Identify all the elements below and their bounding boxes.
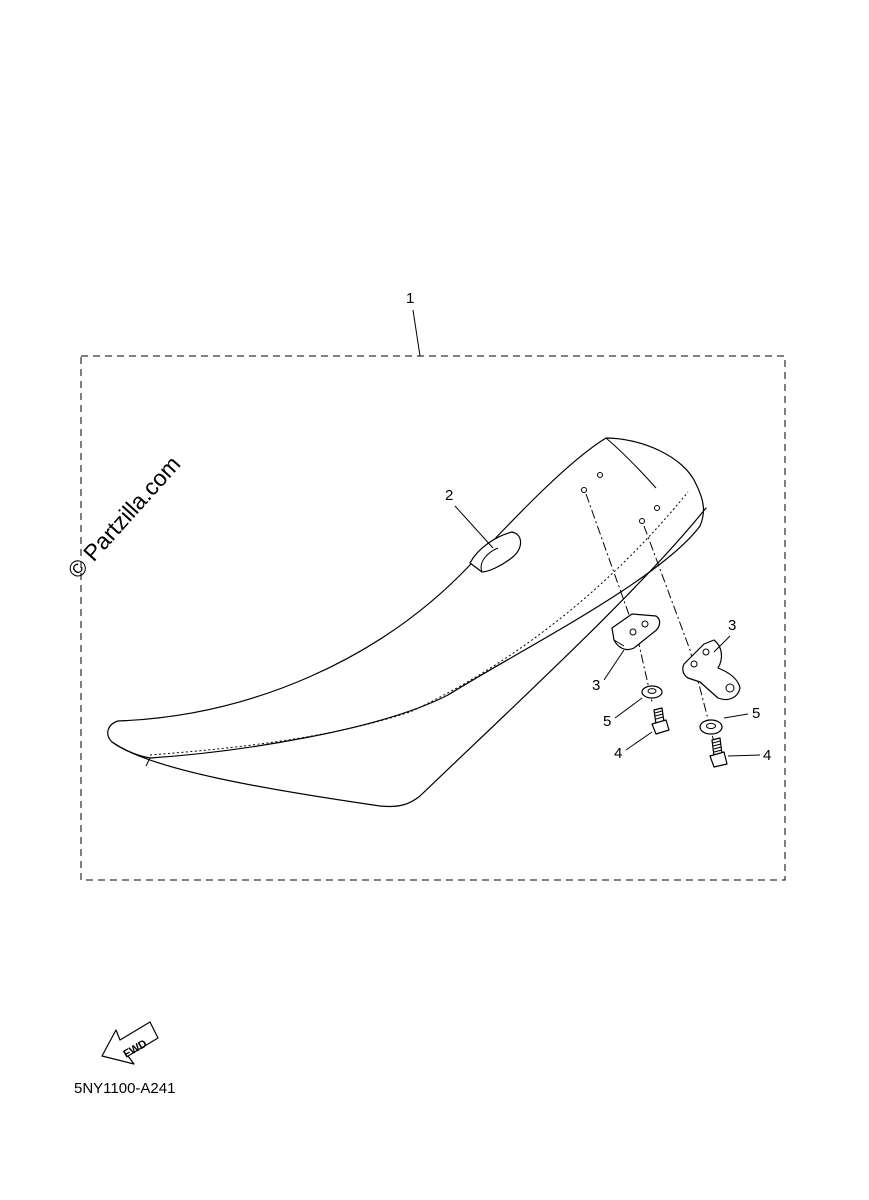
callout-2: 2	[445, 487, 453, 504]
bracket-left	[611, 613, 661, 651]
callout-5-right-leader	[723, 713, 749, 719]
assembly-boundary	[80, 355, 786, 881]
callout-4-left: 4	[614, 745, 622, 762]
washer-left	[641, 685, 663, 699]
callout-3-right: 3	[728, 617, 736, 634]
callout-5-left: 5	[603, 713, 611, 730]
bracket-right	[682, 639, 741, 701]
callout-5-right: 5	[752, 705, 760, 722]
bolt-left	[651, 707, 670, 735]
callout-3-left-leader	[603, 649, 625, 681]
callout-1: 1	[406, 290, 414, 307]
callout-2-leader	[454, 505, 494, 549]
diagram-code: 5NY1100-A241	[74, 1080, 175, 1097]
bolt-right	[709, 737, 728, 768]
callout-4-right: 4	[763, 747, 771, 764]
assembly-leader-right	[643, 525, 715, 743]
callout-1-leader	[412, 309, 421, 357]
seat	[107, 437, 707, 808]
callout-5-left-leader	[614, 697, 643, 719]
washer-right	[699, 719, 723, 735]
assembly-leader-left	[585, 493, 653, 703]
callout-4-left-leader	[625, 731, 653, 751]
callout-3-left: 3	[592, 677, 600, 694]
callout-4-right-leader	[727, 754, 761, 757]
fwd-arrow-icon: FWD	[101, 1021, 159, 1065]
callout-3-right-leader	[713, 635, 731, 653]
